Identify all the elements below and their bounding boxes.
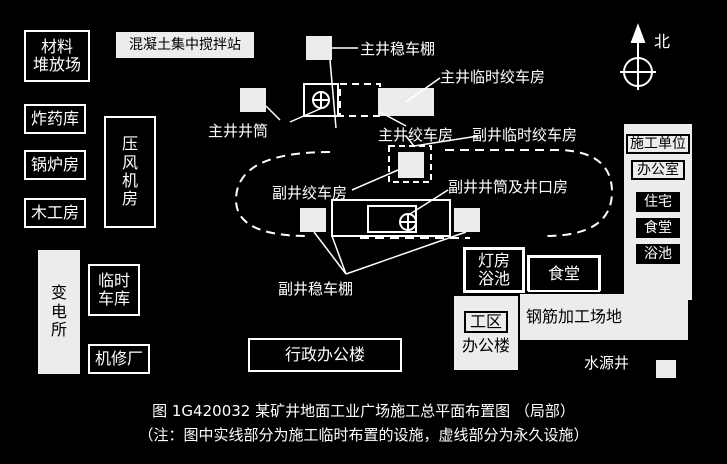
contractor-title: 施工单位 (626, 134, 690, 155)
admin-building: 行政办公楼 (248, 338, 402, 372)
main-shed-square (306, 36, 332, 60)
explosives-store-label: 炸药库 (30, 108, 79, 128)
main-shaft-square-left (240, 88, 266, 112)
permanent-area-dashed-outline (234, 149, 614, 239)
annot-main-shed: 主井稳车棚 (360, 40, 436, 58)
aux-shaft-house-outline (331, 199, 451, 237)
temp-garage-label: 临时 车库 (97, 270, 130, 308)
temp-garage: 临时 车库 (88, 264, 140, 316)
annot-aux-shed: 副井稳车棚 (278, 280, 354, 298)
canteen-label: 食堂 (547, 263, 580, 283)
admin-building-label: 行政办公楼 (284, 344, 365, 364)
repair-shop: 机修厂 (88, 344, 150, 374)
canteen: 食堂 (528, 256, 600, 292)
site-office-label-2: 办公楼 (461, 336, 510, 355)
boiler-house: 锅炉房 (24, 150, 86, 180)
annot-aux-temp-winch: 副井临时绞车房 (472, 126, 578, 144)
figure-caption-title: 图 1G420032 某矿井地面工业广场施工总平面布置图 （局部） (152, 402, 575, 420)
substation-label: 变 电 所 (50, 283, 67, 340)
site-office-label-1: 工区 (463, 310, 508, 333)
water-well-square (656, 360, 676, 378)
aux-shed-right-square (454, 208, 480, 232)
lamp-bath: 灯房 浴池 (464, 248, 524, 292)
materials-yard: 材料 堆放场 (24, 30, 90, 82)
compass-north-label: 北 (654, 32, 671, 51)
compressor-house-label: 压 风 机 房 (121, 134, 138, 209)
explosives-store: 炸药库 (24, 104, 86, 134)
housing-label: 住宅 (636, 192, 680, 213)
aux-winch-square (398, 152, 424, 178)
annot-main-temp-winch: 主井临时绞车房 (440, 68, 546, 86)
compressor-house: 压 风 机 房 (104, 116, 156, 228)
concrete-plant-label: 混凝土集中搅拌站 (129, 36, 241, 53)
bath-label: 浴池 (636, 244, 680, 265)
contractor-office: 办公室 (631, 160, 685, 181)
annot-aux-shaft: 副井井筒及井口房 (448, 178, 569, 196)
aux-winch-permanent-outline (388, 145, 432, 183)
substation: 变 电 所 (38, 250, 80, 374)
contractor-column: 施工单位 办公室 住宅 食堂 浴池 (624, 124, 692, 300)
aux-shed-left-square (300, 208, 326, 232)
repair-shop-label: 机修厂 (94, 348, 143, 368)
site-office: 工区 办公楼 (454, 296, 518, 370)
annot-main-shaft: 主井井筒 (208, 122, 269, 140)
main-hoist-permanent-outline (339, 83, 381, 117)
annot-water-well: 水源井 (584, 354, 630, 372)
lamp-bath-label: 灯房 浴池 (477, 250, 510, 288)
compass-icon (620, 23, 656, 90)
rebar-yard-label: 钢筋加工场地 (526, 306, 623, 326)
concrete-plant: 混凝土集中搅拌站 (116, 32, 254, 58)
dining-label: 食堂 (636, 218, 680, 239)
main-shaft-box (303, 83, 339, 117)
carpentry-shop-label: 木工房 (30, 202, 79, 222)
rebar-yard: 钢筋加工场地 (520, 294, 688, 340)
boiler-house-label: 锅炉房 (30, 154, 79, 174)
materials-yard-label: 材料 堆放场 (32, 36, 81, 74)
annot-aux-winch: 副井绞车房 (272, 184, 348, 202)
annot-main-winch: 主井绞车房 (378, 126, 454, 144)
leader-lines (265, 47, 479, 275)
carpentry-shop: 木工房 (24, 198, 86, 228)
figure-caption-note: （注：图中实线部分为施工临时布置的设施，虚线部分为永久设施） (138, 426, 589, 444)
